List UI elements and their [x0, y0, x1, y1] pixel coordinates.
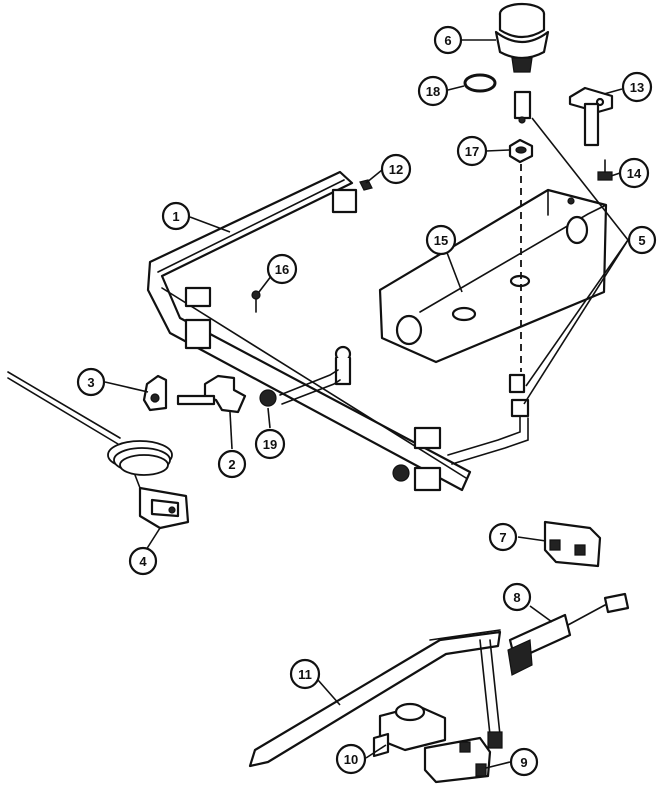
- svg-text:11: 11: [298, 667, 312, 682]
- callout-7: 7: [488, 522, 518, 552]
- screw-16: [251, 290, 261, 313]
- callout-6: 6: [433, 25, 463, 55]
- svg-text:4: 4: [139, 554, 147, 569]
- svg-text:10: 10: [344, 752, 358, 767]
- callout-16: 16: [266, 253, 298, 285]
- orifice-top: [513, 90, 532, 124]
- svg-text:5: 5: [638, 233, 645, 248]
- svg-text:19: 19: [263, 437, 277, 452]
- wiring-harness: [248, 629, 503, 768]
- hex-nut: [508, 138, 534, 164]
- svg-text:15: 15: [434, 233, 448, 248]
- thermostat: [7, 371, 190, 530]
- igniter-bracket: [568, 86, 614, 147]
- burner-cap: [494, 2, 550, 73]
- callout-1: 1: [161, 201, 191, 231]
- valve-bracket: [176, 374, 247, 414]
- callout-14: 14: [618, 157, 650, 189]
- svg-text:9: 9: [520, 755, 527, 770]
- svg-text:13: 13: [630, 80, 644, 95]
- callout-15: 15: [425, 224, 457, 256]
- burner-bracket: [378, 188, 608, 364]
- o-ring: [463, 73, 497, 93]
- pilot-tubing: [259, 369, 530, 465]
- svg-text:16: 16: [275, 262, 289, 277]
- spark-module: [507, 592, 630, 676]
- screw-12: [359, 179, 373, 191]
- svg-text:3: 3: [87, 375, 94, 390]
- callout-9: 9: [509, 747, 539, 777]
- callout-17: 17: [456, 135, 488, 167]
- switch-block: [543, 520, 602, 568]
- callout-18: 18: [417, 75, 449, 107]
- pressure-regulator: [372, 702, 447, 758]
- callout-2: 2: [217, 449, 247, 479]
- svg-text:18: 18: [426, 84, 440, 99]
- svg-text:12: 12: [389, 162, 403, 177]
- screw-14: [597, 159, 613, 181]
- valve-body: [423, 736, 492, 784]
- svg-text:17: 17: [465, 144, 479, 159]
- callout-13: 13: [621, 71, 653, 103]
- manifold-tube: [146, 170, 472, 492]
- svg-text:8: 8: [513, 590, 520, 605]
- svg-text:2: 2: [228, 457, 235, 472]
- callout-19: 19: [254, 428, 286, 460]
- callout-10: 10: [335, 743, 367, 775]
- callout-5: 5: [627, 225, 657, 255]
- clip-bracket: [142, 374, 168, 412]
- svg-text:7: 7: [499, 530, 506, 545]
- leader-lines: [104, 39, 629, 769]
- svg-text:14: 14: [627, 166, 642, 181]
- svg-text:6: 6: [444, 33, 451, 48]
- callout-12: 12: [380, 153, 412, 185]
- svg-text:1: 1: [172, 209, 179, 224]
- callout-3: 3: [76, 367, 106, 397]
- callout-8: 8: [502, 582, 532, 612]
- callout-4: 4: [128, 546, 158, 576]
- callout-11: 11: [289, 658, 321, 690]
